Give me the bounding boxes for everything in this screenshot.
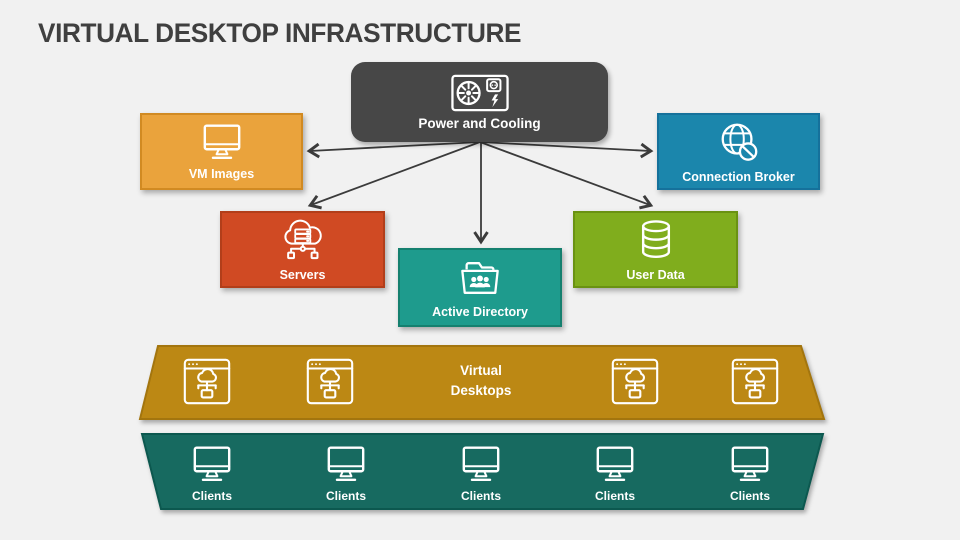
- folder-users-icon: [455, 257, 505, 299]
- client-item: Clients: [306, 445, 386, 503]
- client-label: Clients: [729, 489, 770, 503]
- client-item: Clients: [172, 445, 252, 503]
- client-item: Clients: [441, 445, 521, 503]
- node-vm-images: VM Images: [140, 113, 303, 190]
- cloud-server-icon: [279, 218, 327, 262]
- virtual-desktops-label: Virtual Desktops: [450, 363, 512, 398]
- virtual-desktop-window-icon: [608, 355, 662, 409]
- node-label: VM Images: [188, 166, 255, 181]
- client-label: Clients: [460, 489, 501, 503]
- edge-power-to-connection-broker: [479, 141, 654, 159]
- edge-power-to-vm-images: [306, 141, 481, 159]
- node-servers: Servers: [220, 211, 385, 288]
- node-active-directory: Active Directory: [398, 248, 562, 327]
- edge-power-to-servers: [307, 141, 481, 210]
- slide-title: VIRTUAL DESKTOP INFRASTRUCTURE: [38, 18, 522, 48]
- client-label: Clients: [325, 489, 366, 503]
- virtual-desktop-window-icon: [303, 355, 357, 409]
- monitor-icon: [324, 445, 368, 483]
- monitor-icon: [200, 123, 244, 161]
- virtual-desktop-window-icon: [180, 355, 234, 409]
- globe-blocked-icon: [716, 120, 762, 164]
- node-label: User Data: [626, 267, 685, 282]
- node-user-data: User Data: [573, 211, 738, 288]
- client-item: Clients: [710, 445, 790, 503]
- monitor-icon: [593, 445, 637, 483]
- client-label: Clients: [191, 489, 232, 503]
- virtual-desktop-window-icon: [728, 355, 782, 409]
- node-power-and-cooling: Power and Cooling: [351, 62, 608, 142]
- database-icon: [635, 218, 677, 262]
- client-item: Clients: [575, 445, 655, 503]
- node-label: Connection Broker: [682, 169, 795, 184]
- power-supply-fan-icon: [450, 74, 510, 112]
- clients-band: Clients Clients: [140, 433, 826, 509]
- node-label: Servers: [279, 267, 326, 282]
- monitor-icon: [728, 445, 772, 483]
- edge-power-to-user-data: [479, 141, 654, 210]
- virtual-desktops-band: Virtual Desktops: [135, 345, 829, 419]
- node-label: Power and Cooling: [418, 115, 541, 131]
- node-connection-broker: Connection Broker: [657, 113, 820, 190]
- virtual-desktops-band-shape: [138, 345, 826, 420]
- node-label: Active Directory: [432, 304, 528, 319]
- monitor-icon: [190, 445, 234, 483]
- monitor-icon: [459, 445, 503, 483]
- client-label: Clients: [594, 489, 635, 503]
